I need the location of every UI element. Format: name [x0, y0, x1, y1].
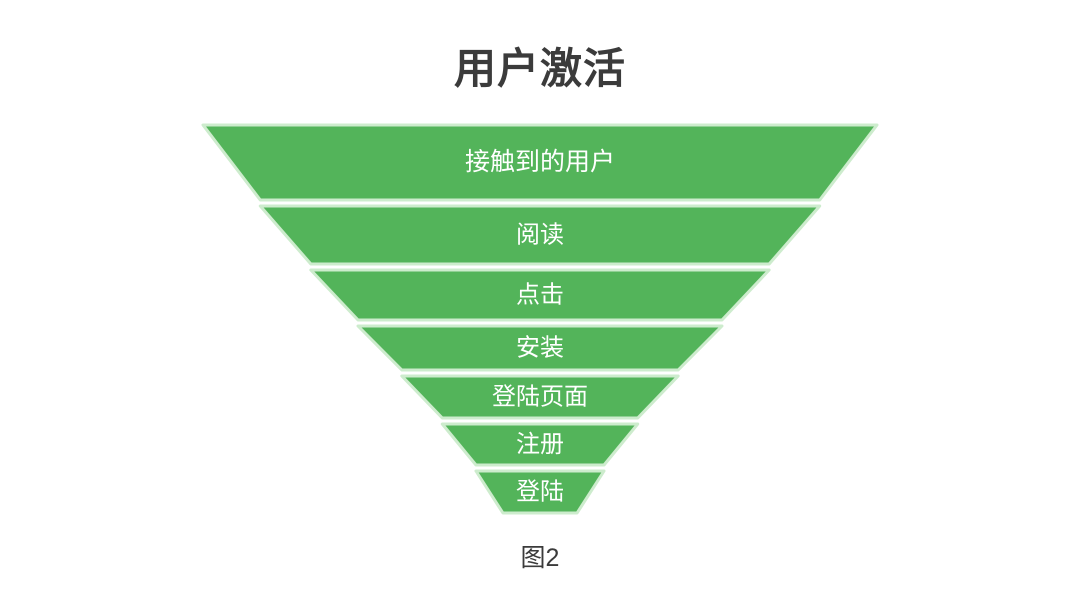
- funnel-segment[interactable]: [356, 324, 724, 372]
- funnel-segment[interactable]: [201, 123, 879, 202]
- funnel-segment-group: [201, 123, 879, 515]
- figure-caption: 图2: [520, 544, 560, 572]
- funnel-segment-label: 登陆: [516, 478, 564, 505]
- page-title: 用户激活: [453, 45, 626, 92]
- funnel-segment[interactable]: [400, 374, 680, 420]
- funnel-segment[interactable]: [309, 268, 771, 322]
- funnel-segment[interactable]: [440, 422, 640, 467]
- funnel-segment-label: 安装: [516, 334, 564, 361]
- funnel-segment-label: 点击: [516, 281, 564, 308]
- funnel-segment-label: 接触到的用户: [465, 148, 615, 176]
- funnel-segment[interactable]: [258, 204, 822, 266]
- funnel-segment-label: 登陆页面: [492, 383, 588, 410]
- funnel-segment-label: 注册: [516, 431, 564, 458]
- funnel-segment[interactable]: [474, 469, 606, 515]
- funnel-segment-label: 阅读: [516, 221, 564, 248]
